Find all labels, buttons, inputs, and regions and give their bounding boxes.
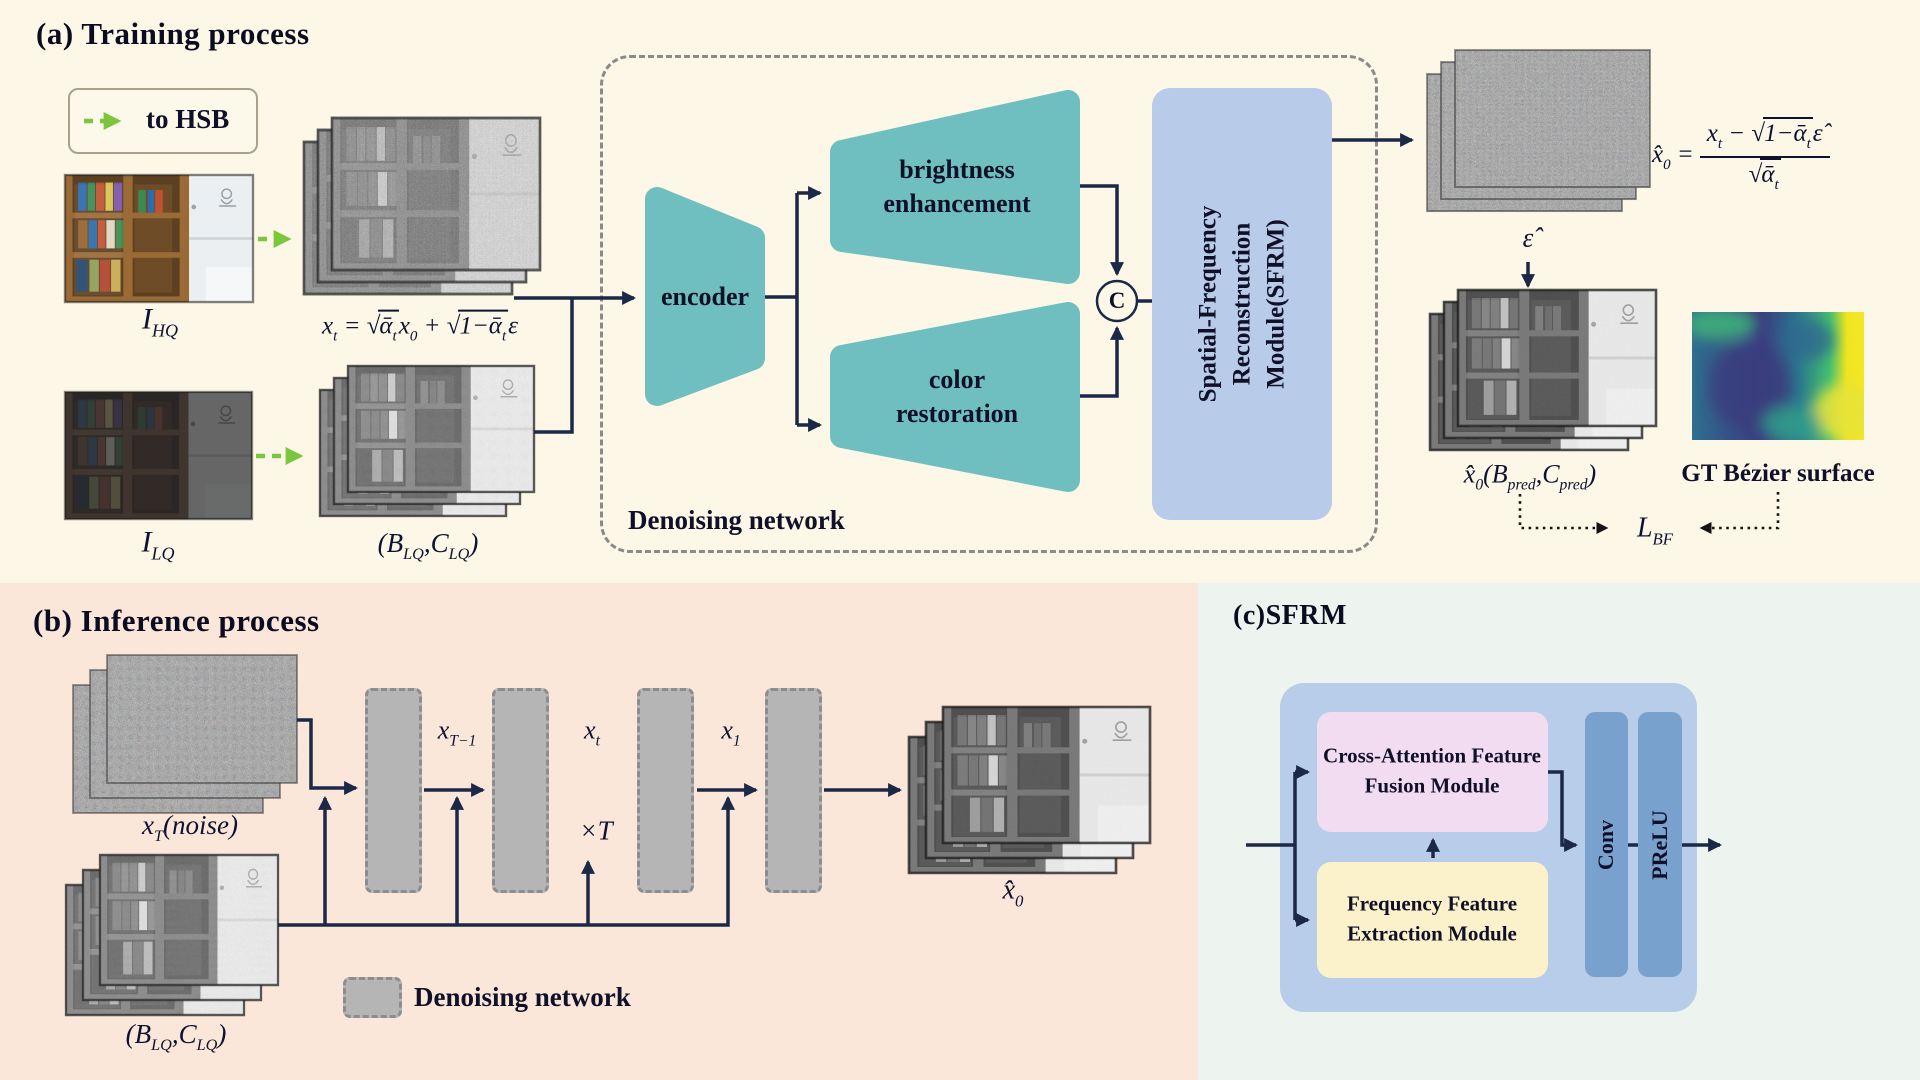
denoising-unit-3 xyxy=(637,688,694,893)
pred-label: x̂0(Bpred,Cpred) xyxy=(1463,459,1597,494)
sfrm-title: (c)SFRM xyxy=(1233,600,1347,631)
encoder-label: encoder xyxy=(660,282,750,311)
cross-attention-module-box xyxy=(1317,712,1548,832)
x1-label: x1 xyxy=(721,715,741,750)
prelu-box xyxy=(1638,712,1682,977)
sfrm-block xyxy=(1152,88,1332,520)
denoising-unit-4 xyxy=(765,688,822,893)
frequency-module-box xyxy=(1317,862,1548,978)
bc-label-training: (BLQ,CLQ) xyxy=(377,527,479,564)
denoising-network-frame xyxy=(600,55,1378,553)
xT1-label: xT−1 xyxy=(437,715,477,750)
denoising-unit-1 xyxy=(365,688,422,893)
loss-bf-label: LBF xyxy=(1636,512,1674,549)
denoising-network-label: Denoising network xyxy=(628,505,845,535)
inference-title: (b) Inference process xyxy=(33,603,320,638)
conv-label: Conv xyxy=(1593,819,1618,871)
xT-noise-label: xT(noise) xyxy=(142,809,238,846)
ihq-label: IHQ xyxy=(142,302,178,341)
hsb-legend-box xyxy=(68,88,258,154)
conv-box xyxy=(1585,712,1628,977)
concat-label: C xyxy=(1108,288,1126,313)
prelu-label: PReLU xyxy=(1647,810,1672,880)
denoising-unit-2 xyxy=(492,688,549,893)
denoising-legend-label: Denoising network xyxy=(414,982,631,1012)
x0-formula: x̂0 = xt − √1−ᾱtε̂ √ᾱt xyxy=(1652,105,1830,209)
training-title: (a) Training process xyxy=(36,16,310,51)
gt-bezier-label: GT Bézier surface xyxy=(1681,460,1875,487)
denoising-legend-swatch xyxy=(343,977,402,1018)
ilq-label: ILQ xyxy=(141,525,175,564)
xt-label: xt xyxy=(584,715,600,750)
bc-label-inference: (BLQ,CLQ) xyxy=(125,1018,227,1055)
times-T-label: ×T xyxy=(579,815,613,846)
eps-hat-label: ε̂ xyxy=(1522,222,1534,253)
x0-hat-label: x̂0 xyxy=(1002,874,1024,911)
xt-formula: xt = √ᾱtx0 + √1−ᾱtε xyxy=(322,309,518,346)
hsb-legend-label: to HSB xyxy=(146,104,230,134)
